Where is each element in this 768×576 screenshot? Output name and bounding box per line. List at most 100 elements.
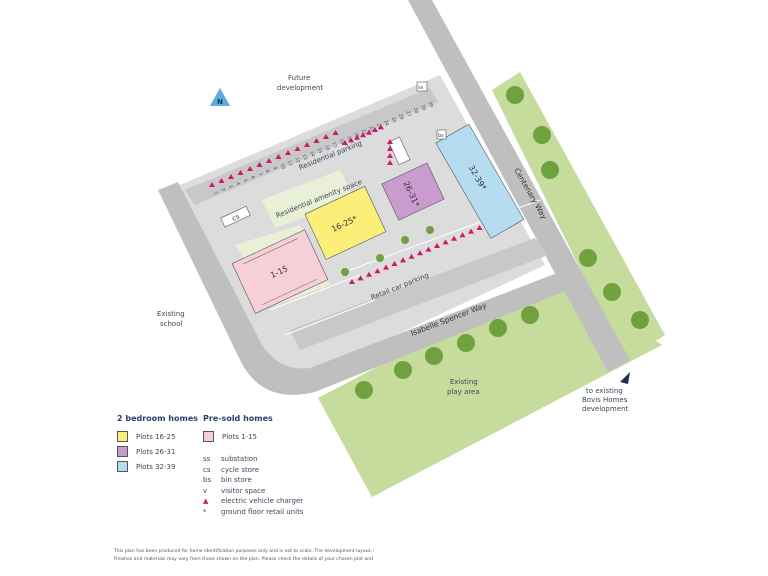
ev-charger-icon bbox=[313, 138, 320, 143]
ev-charger-icon bbox=[425, 246, 432, 252]
disclaimer: This plan has been produced for home ide… bbox=[114, 548, 374, 564]
key-label: substation bbox=[221, 455, 258, 464]
ev-charger-icon bbox=[342, 140, 348, 145]
parking-number: 12 bbox=[294, 157, 302, 165]
ev-charger-icon bbox=[387, 139, 393, 144]
ev-charger-icon bbox=[209, 182, 215, 187]
parking-number: 20 bbox=[353, 132, 361, 140]
key-symbol: cs bbox=[203, 465, 211, 474]
building-plots-1-15: 1-15 bbox=[231, 229, 329, 314]
parking-number: 2 bbox=[220, 188, 227, 193]
ev-charger-icon bbox=[218, 178, 225, 183]
legend-two-bed: 2 bedroom homes Plots 16-25 Plots 26-31 … bbox=[117, 414, 198, 474]
disclaimer-line: This plan has been produced for home ide… bbox=[114, 549, 374, 554]
ev-charger-icon bbox=[354, 134, 360, 140]
ev-charger-icon bbox=[266, 158, 272, 163]
parking-number: 27 bbox=[405, 110, 413, 118]
ev-charger-icon bbox=[366, 129, 372, 135]
key-symbol: ▲ bbox=[203, 497, 209, 506]
legend-item: Plots 32-39 bbox=[117, 459, 198, 474]
label-future-development-1: Future bbox=[288, 74, 310, 82]
play-area-green bbox=[318, 272, 662, 497]
key-label: visitor space bbox=[221, 486, 266, 495]
label-future-development-2: development bbox=[277, 84, 323, 92]
parking-number: 25 bbox=[390, 116, 398, 124]
ev-charger-icon bbox=[451, 235, 457, 241]
legend-label: Plots 16-25 bbox=[136, 432, 176, 441]
legend-two-bed-title: 2 bedroom homes bbox=[117, 414, 199, 423]
parking-number: 21 bbox=[360, 129, 368, 137]
ev-charger-icon bbox=[304, 142, 310, 147]
legend-item: Plots 1-15 bbox=[203, 429, 303, 444]
legend-label: Plots 32-39 bbox=[136, 462, 176, 471]
parking-number: 30 bbox=[427, 101, 435, 109]
key-symbol: bs bbox=[203, 476, 212, 485]
residential-amenity-space bbox=[262, 170, 355, 228]
tree-icon bbox=[603, 283, 621, 301]
legend-label: Plots 26-31 bbox=[136, 447, 176, 456]
ev-charger-icon bbox=[323, 134, 329, 139]
parking-number: 29 bbox=[419, 104, 427, 112]
ev-charger-icon bbox=[374, 268, 381, 274]
tree-icon bbox=[541, 161, 559, 179]
key-label: bin store bbox=[221, 476, 252, 485]
ev-charger-icon bbox=[247, 166, 253, 171]
disclaimer-line: Finishes and materials may vary from tho… bbox=[114, 557, 374, 562]
tree-icon bbox=[425, 347, 443, 365]
ev-charger-icon bbox=[357, 275, 364, 281]
ev-charger-icon bbox=[348, 137, 354, 143]
key-label: cycle store bbox=[221, 465, 260, 474]
ev-charger-icon bbox=[387, 160, 393, 165]
parking-number: 18 bbox=[338, 138, 346, 146]
tree-icon bbox=[579, 249, 597, 267]
parking-number: 6 bbox=[249, 175, 256, 180]
legend-key-row: bs bin store bbox=[203, 475, 303, 486]
legend-key-row: * ground floor retail units bbox=[203, 507, 303, 518]
tree-icon bbox=[457, 334, 475, 352]
parking-number: 23 bbox=[375, 122, 383, 130]
parking-number: 16 bbox=[323, 144, 331, 152]
legend-key-row: v visitor space bbox=[203, 486, 303, 497]
ev-charger-icon bbox=[372, 127, 378, 132]
key-symbol: v bbox=[203, 486, 208, 495]
label-play-area-1: Existing bbox=[450, 378, 478, 386]
label-existing-school-1: Existing bbox=[157, 310, 185, 318]
ev-charger-icon bbox=[417, 250, 423, 256]
trees bbox=[341, 86, 649, 399]
ev-charger-icon bbox=[391, 261, 398, 266]
svg-text:ss: ss bbox=[418, 85, 424, 91]
svg-text:cs: cs bbox=[231, 212, 241, 223]
road-left bbox=[158, 182, 585, 395]
parking-number: 13 bbox=[301, 153, 309, 161]
tree-icon bbox=[533, 126, 551, 144]
road-isabelle-spencer bbox=[290, 238, 548, 350]
parking-number: 26 bbox=[397, 113, 405, 121]
parking-number: 7 bbox=[257, 172, 264, 177]
cycle-store-2 bbox=[388, 136, 411, 166]
parking-number: 3 bbox=[227, 184, 234, 189]
parking-number: 11 bbox=[286, 160, 294, 168]
legend-item: Plots 16-25 bbox=[117, 429, 198, 444]
building-plots-26-31: 26-31* bbox=[381, 162, 445, 221]
key-symbol: * bbox=[203, 507, 207, 516]
svg-text:bs: bs bbox=[438, 133, 444, 139]
ev-charger-icon bbox=[349, 279, 355, 284]
label-bovis-1: to existing bbox=[586, 387, 623, 395]
cycle-store: cs bbox=[220, 205, 251, 228]
parking-number: 4 bbox=[234, 181, 241, 186]
ev-charger-icon bbox=[237, 170, 244, 175]
tree-icon bbox=[355, 381, 373, 399]
ev-charger-icon bbox=[383, 264, 389, 270]
ev-charger-icon bbox=[434, 243, 440, 248]
green-strip-centenary bbox=[492, 72, 665, 360]
tree-icon bbox=[631, 311, 649, 329]
ev-chargers bbox=[209, 124, 483, 284]
parking-number: 9 bbox=[271, 166, 278, 171]
direction-arrow-icon bbox=[620, 372, 630, 384]
key-label: ground floor retail units bbox=[221, 507, 304, 516]
parking-number: 10 bbox=[279, 163, 287, 171]
parking-number: 1 bbox=[212, 191, 219, 196]
